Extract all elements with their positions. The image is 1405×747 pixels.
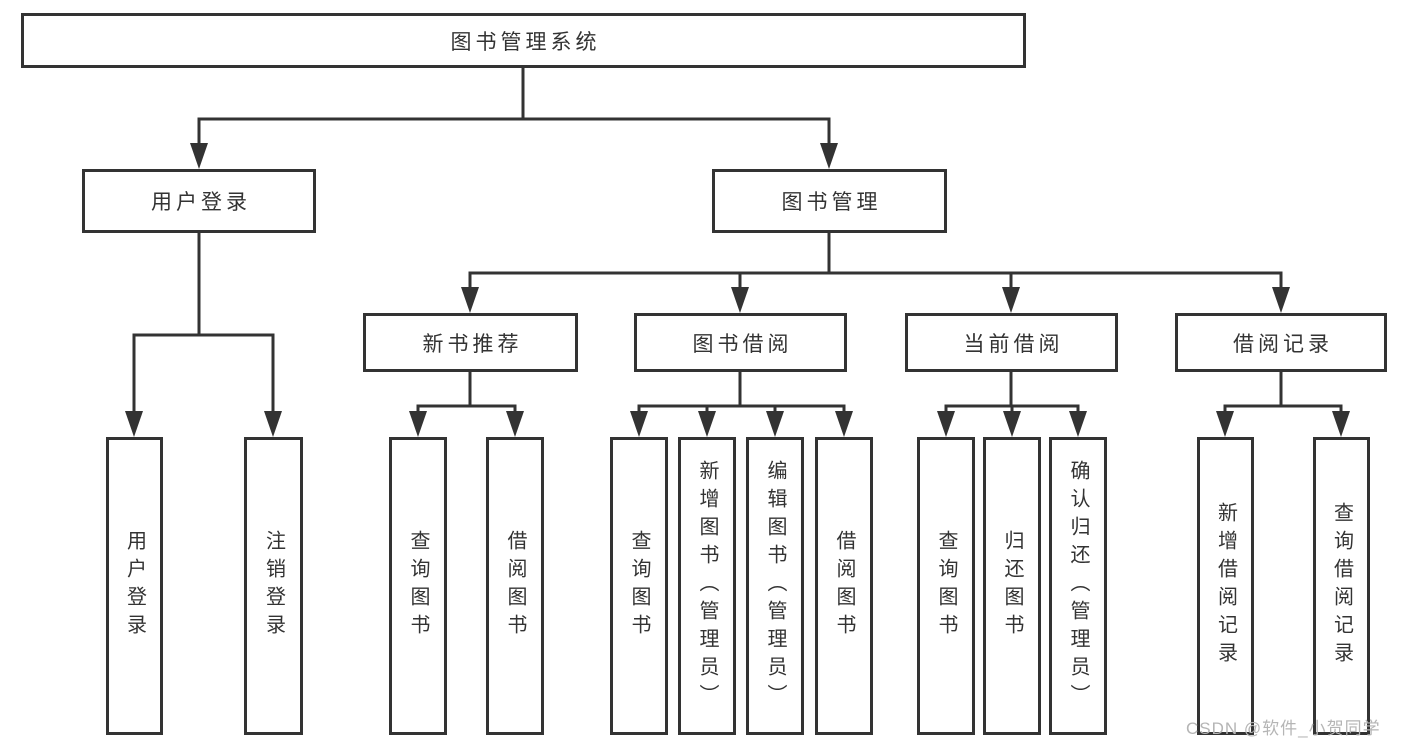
connector-current-borrowing-to-leaves (937, 370, 1087, 437)
connector-new-book-to-leaves (409, 370, 524, 437)
leaf-query-borrow-record: 查询借阅记录 (1313, 437, 1370, 735)
leaf-query-books-current: 查询图书 (917, 437, 975, 735)
connector-book-borrowing-to-leaves (630, 370, 853, 437)
leaf-add-borrow-record: 新增借阅记录 (1197, 437, 1254, 735)
leaf-borrow-books-recommend: 借阅图书 (486, 437, 544, 735)
csdn-watermark: CSDN @软件_小贺同学 (1186, 719, 1381, 738)
leaf-add-books-admin: 新增图书（管理员） (678, 437, 736, 735)
node-borrowing-records: 借阅记录 (1175, 313, 1387, 372)
connector-root-to-level2 (190, 66, 838, 169)
leaf-query-books-borrow: 查询图书 (610, 437, 668, 735)
leaf-edit-books-admin: 编辑图书（管理员） (746, 437, 804, 735)
leaf-borrow-books: 借阅图书 (815, 437, 873, 735)
leaf-logout: 注销登录 (244, 437, 303, 735)
connector-user-login-to-leaves (125, 231, 282, 437)
leaf-return-books: 归还图书 (983, 437, 1041, 735)
node-current-borrowing: 当前借阅 (905, 313, 1118, 372)
node-book-borrowing: 图书借阅 (634, 313, 847, 372)
leaf-user-login: 用户登录 (106, 437, 163, 735)
node-library-management-system: 图书管理系统 (21, 13, 1026, 68)
node-book-management: 图书管理 (712, 169, 947, 233)
connector-borrowing-records-to-leaves (1216, 370, 1350, 437)
leaf-confirm-return-admin: 确认归还（管理员） (1049, 437, 1107, 735)
node-user-login: 用户登录 (82, 169, 316, 233)
node-new-book-recommendation: 新书推荐 (363, 313, 578, 372)
connector-book-management-to-level3 (461, 231, 1290, 313)
leaf-query-books-recommend: 查询图书 (389, 437, 447, 735)
